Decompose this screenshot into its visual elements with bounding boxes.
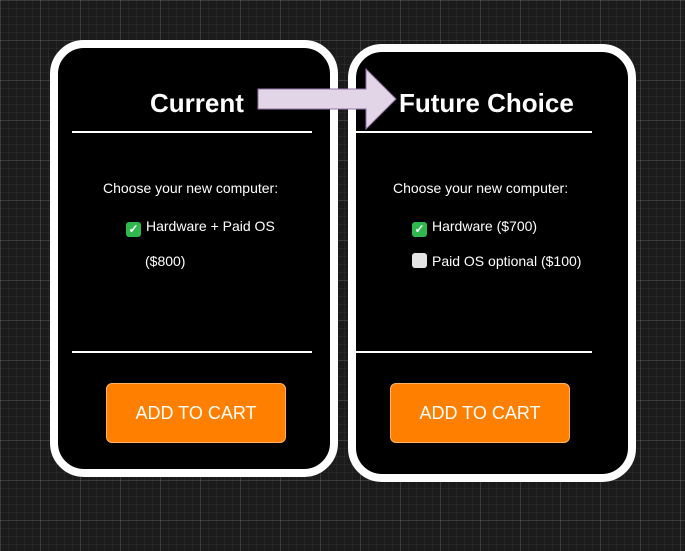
unchecked-checkbox-icon[interactable] — [412, 253, 427, 268]
current-option-price: ($800) — [145, 253, 186, 269]
checked-checkbox-icon[interactable]: ✓ — [412, 222, 427, 237]
current-add-to-cart-button[interactable]: ADD TO CART — [106, 383, 286, 443]
current-prompt: Choose your new computer: — [103, 180, 279, 196]
arrow-shape — [257, 68, 397, 130]
future-option-hardware-label: Hardware ($700) — [432, 218, 538, 234]
current-card-title: Current — [150, 88, 244, 118]
checked-checkbox-icon[interactable]: ✓ — [126, 222, 141, 237]
future-bottom-divider — [356, 351, 592, 353]
future-prompt: Choose your new computer: — [393, 180, 569, 196]
future-card-title: Future Choice — [399, 88, 574, 118]
current-card: Current Choose your new computer: ✓ Hardw… — [50, 40, 338, 477]
current-option-hardware-os[interactable]: ✓ Hardware + Paid OS — [126, 218, 275, 237]
current-option-label: Hardware + Paid OS — [146, 218, 275, 234]
future-top-divider — [356, 131, 592, 133]
future-option-hardware[interactable]: ✓ Hardware ($700) — [412, 218, 537, 237]
future-option-paid-os[interactable]: Paid OS optional ($100) — [412, 253, 581, 269]
future-add-to-cart-button[interactable]: ADD TO CART — [390, 383, 570, 443]
current-top-divider — [72, 131, 312, 133]
right-arrow-icon — [257, 68, 397, 130]
current-bottom-divider — [72, 351, 312, 353]
future-card: Future Choice Choose your new computer: … — [348, 44, 636, 482]
future-option-paid-os-label: Paid OS optional ($100) — [432, 253, 582, 269]
